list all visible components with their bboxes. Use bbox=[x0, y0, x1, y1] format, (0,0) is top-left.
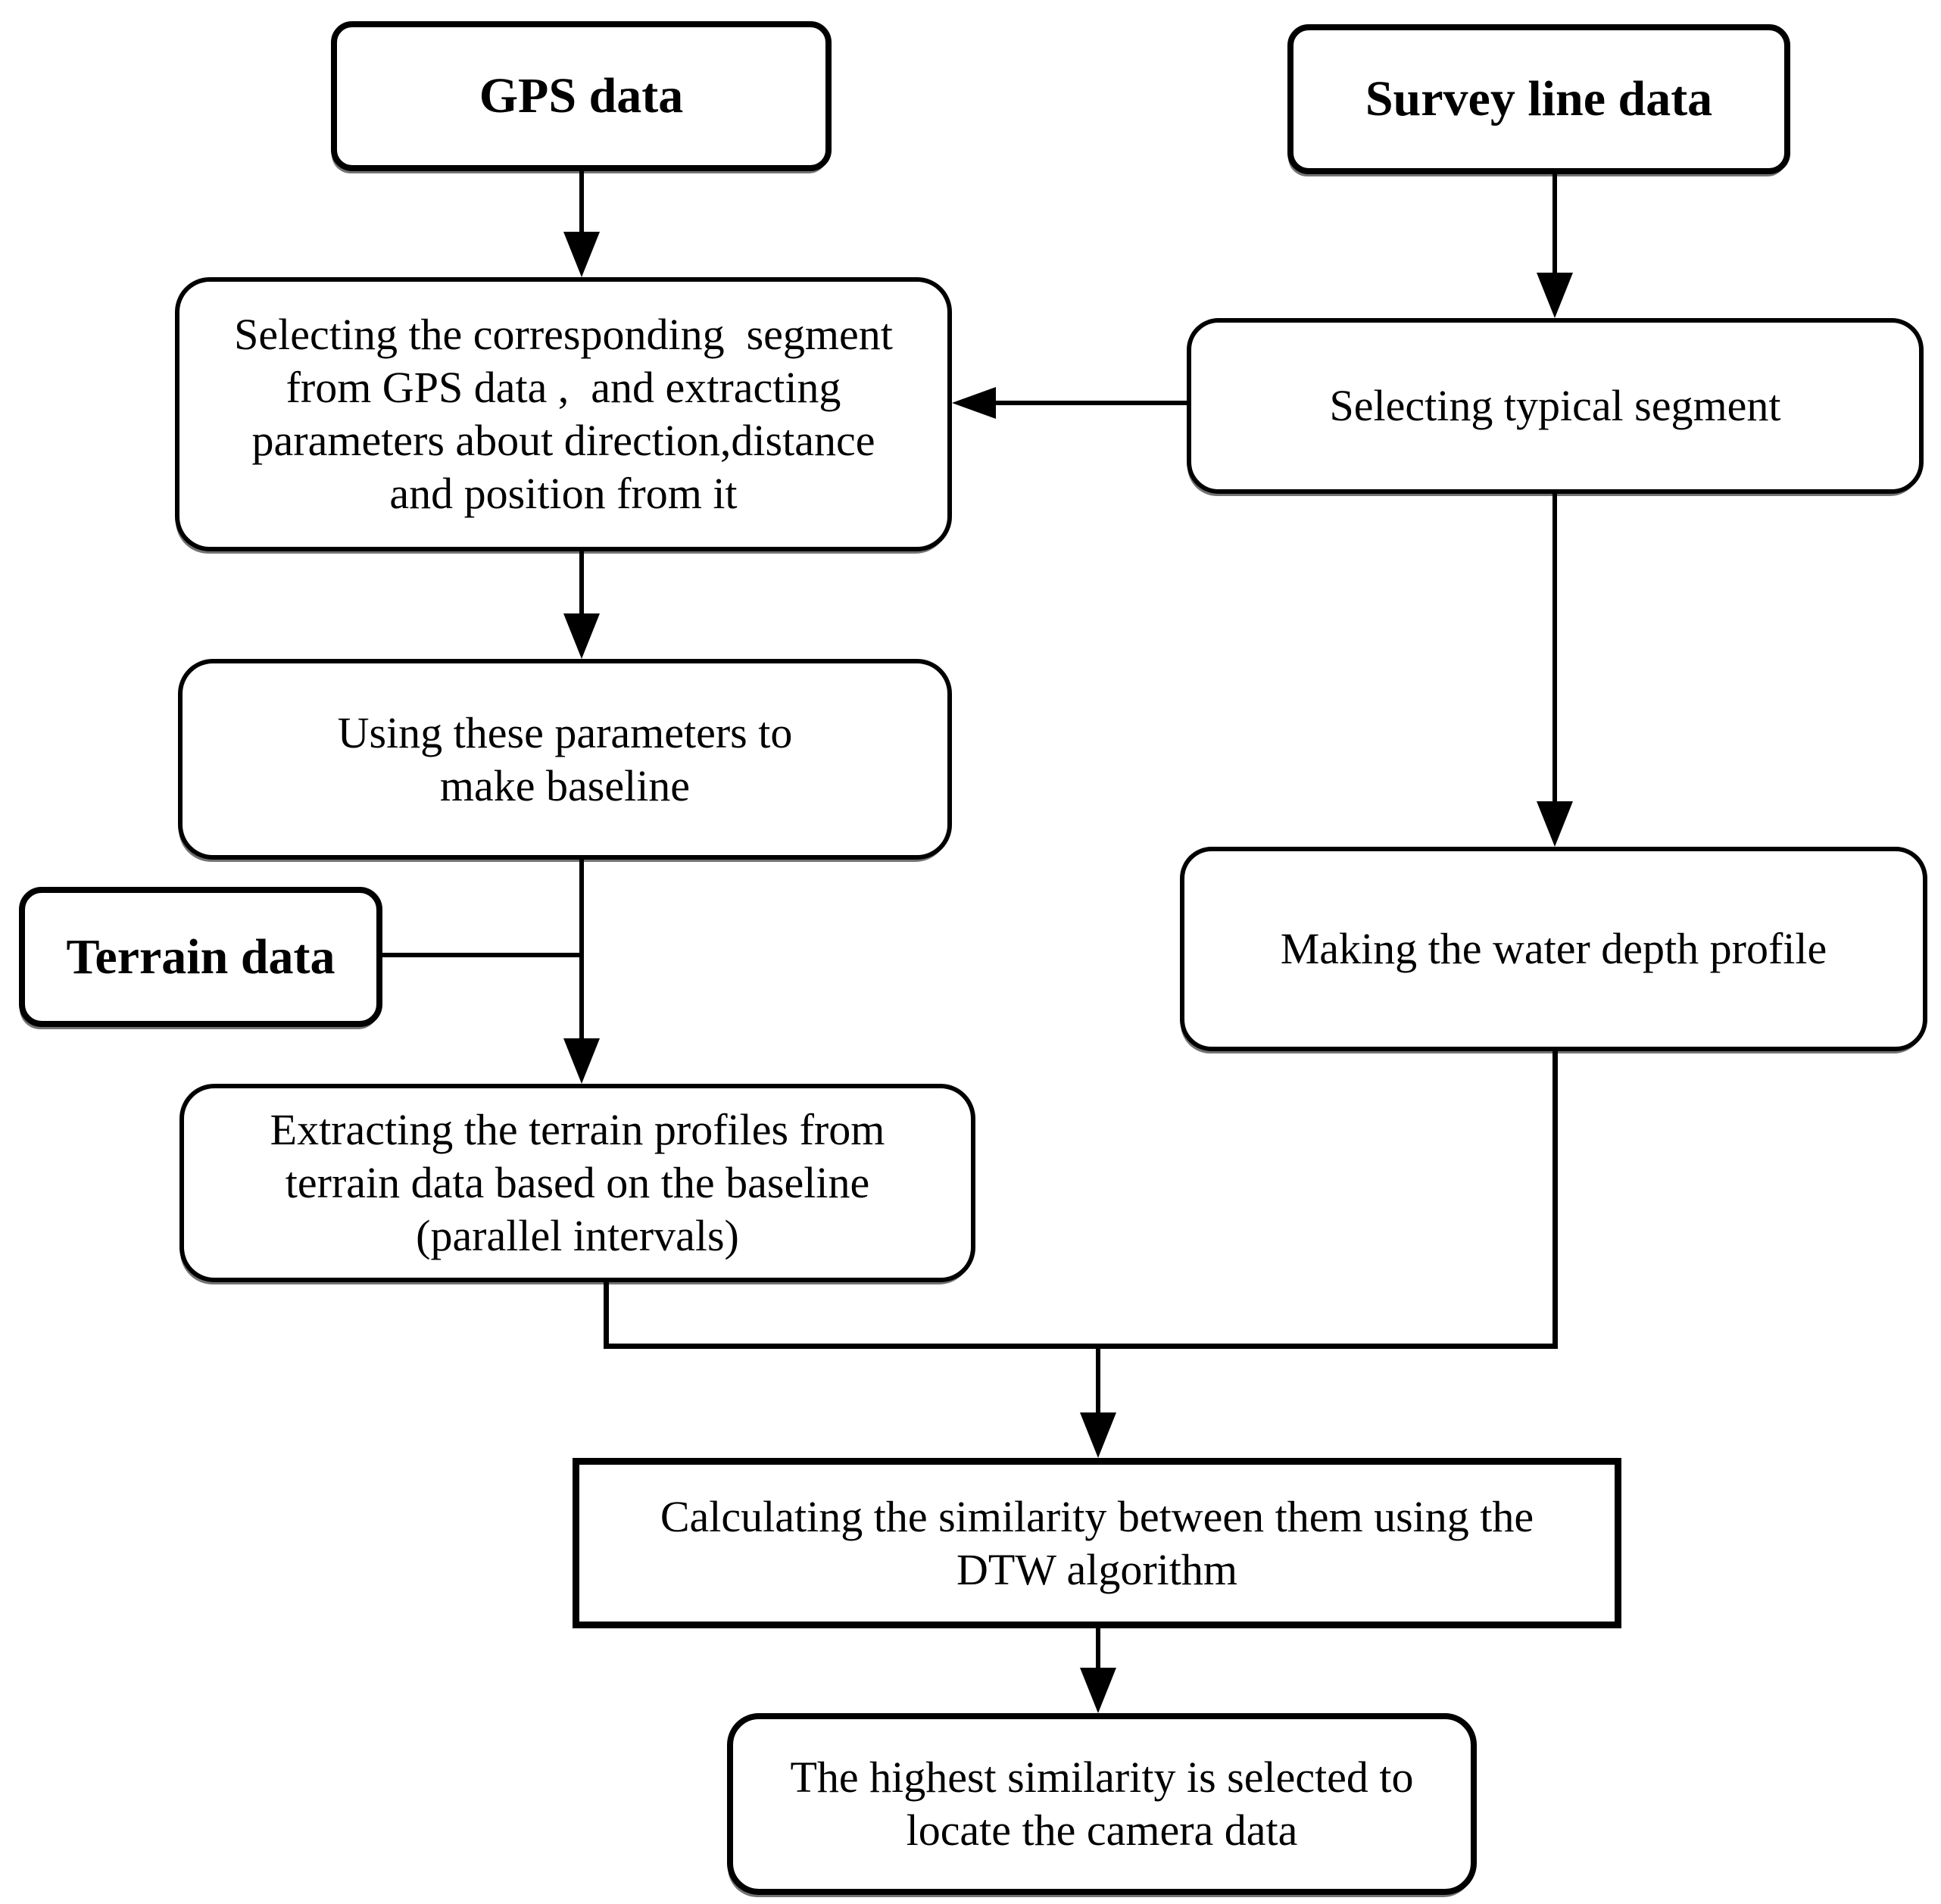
node-using-parameters-text: Using these parameters to bbox=[337, 707, 793, 757]
edge-typical-to-selecting-line bbox=[994, 401, 1187, 405]
edge-using-to-extracting-line bbox=[579, 858, 584, 1040]
node-selecting-typical-segment: Selecting typical segment bbox=[1187, 318, 1924, 494]
edge-survey-to-typical-arrowhead-icon bbox=[1537, 273, 1573, 318]
edge-typical-to-making-line bbox=[1552, 492, 1557, 803]
node-using-parameters: Using these parameters to make baseline bbox=[178, 659, 952, 860]
edge-gps-to-selecting-line bbox=[579, 170, 584, 236]
node-selecting-segment-text: parameters about direction,distance bbox=[251, 416, 875, 465]
edge-merge-horizontal-line bbox=[604, 1344, 1558, 1349]
edge-typical-to-selecting-arrowhead-icon bbox=[952, 387, 996, 419]
edge-gps-to-selecting-arrowhead-icon bbox=[563, 232, 600, 277]
node-making-water-depth-profile: Making the water depth profile bbox=[1180, 847, 1927, 1051]
edge-using-to-extracting-arrowhead-icon bbox=[563, 1038, 600, 1084]
node-gps-data-text: GPS data bbox=[479, 68, 684, 123]
node-survey-line-data: Survey line data bbox=[1287, 24, 1790, 174]
node-calculating-similarity-text: DTW algorithm bbox=[956, 1544, 1238, 1594]
edge-survey-to-typical-line bbox=[1552, 173, 1557, 276]
node-extracting-terrain-profiles-text: (parallel intervals) bbox=[416, 1211, 739, 1260]
edge-extracting-merge-drop-line bbox=[604, 1279, 609, 1349]
edge-selecting-to-using-line bbox=[579, 550, 584, 616]
node-calculating-similarity-text: Calculating the similarity between them … bbox=[660, 1491, 1534, 1541]
edge-making-merge-drop-line bbox=[1552, 1050, 1558, 1349]
edge-typical-to-making-arrowhead-icon bbox=[1537, 801, 1573, 847]
node-selecting-segment: Selecting the corresponding segment from… bbox=[175, 277, 952, 551]
node-making-water-depth-profile-text: Making the water depth profile bbox=[1280, 924, 1827, 973]
edge-merge-to-calculating-arrowhead-icon bbox=[1080, 1412, 1116, 1458]
node-extracting-terrain-profiles-text: Extracting the terrain profiles from bbox=[270, 1105, 885, 1154]
node-extracting-terrain-profiles-text: terrain data based on the baseline bbox=[285, 1158, 870, 1207]
node-survey-line-data-text: Survey line data bbox=[1365, 71, 1713, 126]
edge-calculating-to-highest-line bbox=[1096, 1627, 1100, 1669]
node-highest-similarity: The highest similarity is selected to lo… bbox=[727, 1713, 1477, 1895]
node-highest-similarity-text: locate the camera data bbox=[906, 1806, 1298, 1855]
node-using-parameters-text: make baseline bbox=[439, 760, 691, 810]
node-highest-similarity-text: The highest similarity is selected to bbox=[790, 1753, 1414, 1802]
node-extracting-terrain-profiles: Extracting the terrain profiles from ter… bbox=[179, 1084, 975, 1282]
node-terrain-data: Terrain data bbox=[19, 887, 382, 1027]
edge-terrain-join-line bbox=[381, 953, 582, 957]
node-selecting-segment-text: and position from it bbox=[389, 469, 738, 518]
edge-selecting-to-using-arrowhead-icon bbox=[563, 613, 600, 659]
node-terrain-data-text: Terrain data bbox=[66, 929, 335, 985]
node-gps-data: GPS data bbox=[331, 21, 832, 171]
node-calculating-similarity: Calculating the similarity between them … bbox=[573, 1458, 1621, 1628]
edge-merge-to-calculating-line bbox=[1096, 1347, 1100, 1414]
node-selecting-typical-segment-text: Selecting typical segment bbox=[1329, 381, 1781, 430]
node-selecting-segment-text: from GPS data , and extracting bbox=[286, 363, 841, 412]
edge-calculating-to-highest-arrowhead-icon bbox=[1080, 1668, 1116, 1713]
node-selecting-segment-text: Selecting the corresponding segment bbox=[234, 310, 893, 359]
